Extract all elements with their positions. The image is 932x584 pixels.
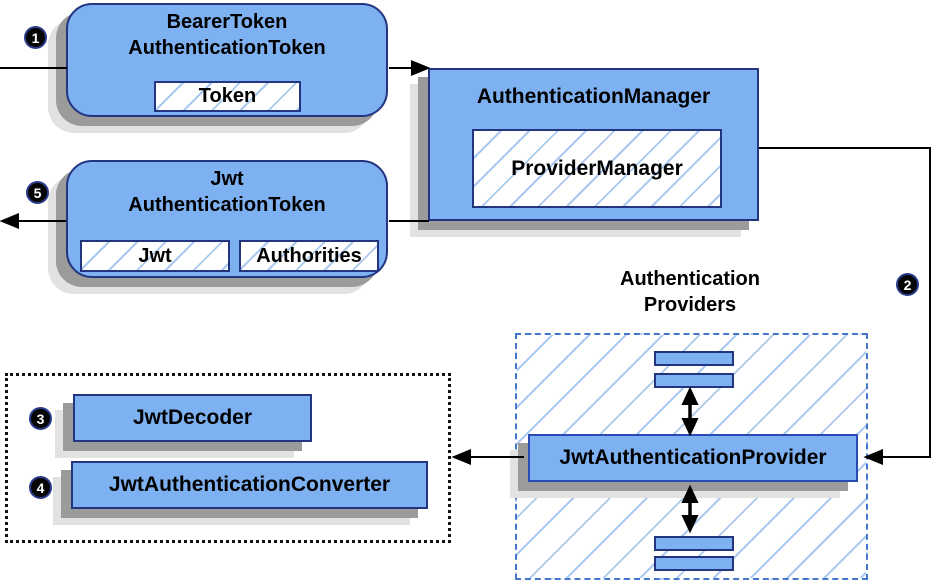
authentication-providers-label: Authentication Providers [588, 266, 792, 318]
jwt-authentication-token-node: Jwt AuthenticationToken Jwt Authorities [66, 160, 388, 278]
authentication-manager-node: AuthenticationManager ProviderManager [428, 68, 759, 221]
jwt-token-title-line1: Jwt [210, 168, 244, 190]
authentication-manager-title: AuthenticationManager [476, 85, 711, 108]
step-3-badge: 3 [29, 407, 52, 430]
decoder-converter-container [5, 373, 451, 543]
step-4-badge: 4 [29, 476, 52, 499]
outgoing-response-arrow [0, 213, 66, 229]
step-5-badge: 5 [26, 181, 49, 204]
jwt-authentication-converter-node: JwtAuthenticationConverter [71, 461, 428, 509]
step-2-badge: 2 [896, 273, 919, 296]
provider-manager-field: ProviderManager [472, 129, 722, 208]
authentication-providers-label-line1: Authentication [620, 268, 760, 290]
authentication-providers-label-line2: Providers [643, 294, 737, 316]
bearer-token-title-line1: BearerToken [166, 11, 288, 33]
jwt-decoder-node: JwtDecoder [73, 394, 312, 442]
provider-to-decoder-arrow [451, 449, 524, 465]
bearer-token-title-line2: AuthenticationToken [128, 37, 326, 59]
authenticate-arrow [389, 60, 431, 76]
step-1-badge: 1 [24, 26, 47, 49]
bearer-token-authentication-token-node: BearerToken AuthenticationToken Token [66, 3, 388, 117]
provider-stack-top-bar-2 [654, 373, 734, 388]
jwt-authentication-provider-node: JwtAuthenticationProvider [528, 434, 858, 482]
provider-stack-bottom-bar-2 [654, 556, 734, 571]
jwt-token-title-line2: AuthenticationToken [128, 194, 326, 216]
authorities-field: Authorities [239, 240, 379, 272]
token-field: Token [154, 81, 301, 112]
provider-stack-top-bar-1 [654, 351, 734, 366]
jwt-field: Jwt [80, 240, 230, 272]
provider-stack-bottom-bar-1 [654, 536, 734, 551]
